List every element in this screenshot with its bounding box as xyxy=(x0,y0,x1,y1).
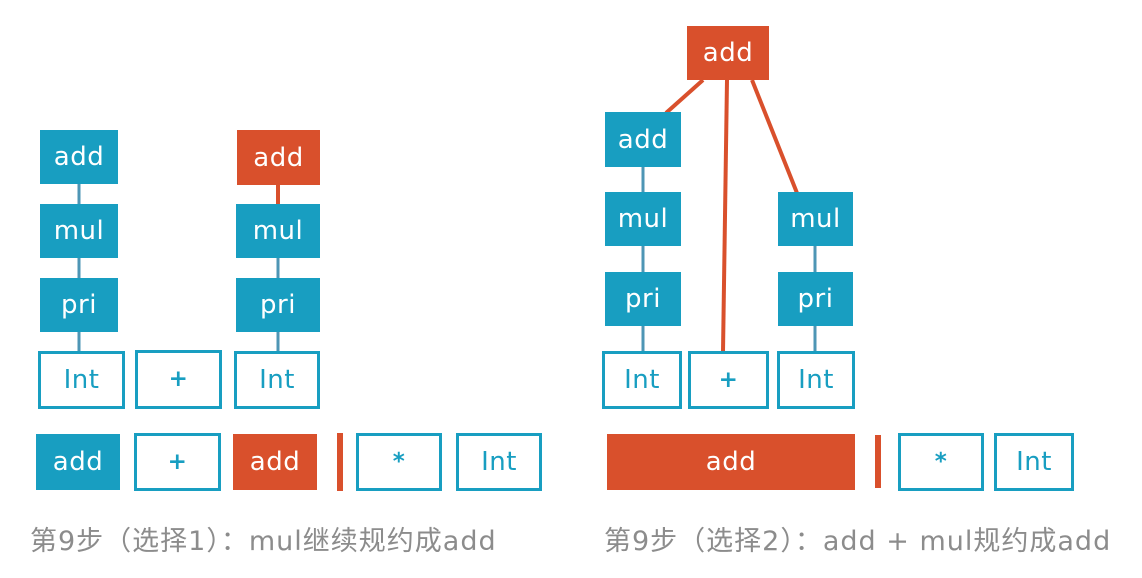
stack-item-add-highlight: add xyxy=(233,434,317,490)
stack-item-add-wide: add xyxy=(607,434,855,490)
edge-root-add xyxy=(664,78,705,115)
tree-leaf-int: Int xyxy=(234,351,320,409)
tree-node-pri: pri xyxy=(778,272,853,326)
tree-node-add-highlight: add xyxy=(237,130,320,185)
tree-node-pri: pri xyxy=(40,278,118,332)
tree-node-pri: pri xyxy=(236,278,320,332)
remaining-token-int: Int xyxy=(456,433,542,491)
remaining-token-star: * xyxy=(898,433,984,491)
tree-leaf-plus: + xyxy=(135,350,222,409)
tree-node-mul: mul xyxy=(40,204,118,258)
tree-node-mul: mul xyxy=(605,192,681,246)
remaining-token-int: Int xyxy=(994,433,1074,491)
tree-leaf-plus: + xyxy=(688,351,769,409)
stack-item-plus: + xyxy=(134,433,221,491)
tree-node-add: add xyxy=(40,130,118,184)
tree-node-pri: pri xyxy=(605,272,681,326)
tree-leaf-int: Int xyxy=(38,351,125,409)
tree-leaf-int: Int xyxy=(602,351,682,409)
tree-node-mul: mul xyxy=(778,192,853,246)
edge-root-mul xyxy=(750,79,799,194)
tree-leaf-int: Int xyxy=(777,351,855,409)
tree-node-add: add xyxy=(605,112,681,167)
caption-choice-1: 第9步（选择1）：mul继续规约成add xyxy=(30,526,497,557)
stack-item-add: add xyxy=(36,434,120,490)
caption-choice-2: 第9步（选择2）：add + mul规约成add xyxy=(604,526,1112,557)
tree-node-mul: mul xyxy=(236,204,320,258)
stack-divider xyxy=(337,433,343,491)
edge-root-plus xyxy=(721,79,729,353)
stack-divider xyxy=(875,435,881,488)
remaining-token-star: * xyxy=(356,433,442,491)
tree-root-add: add xyxy=(687,26,769,80)
